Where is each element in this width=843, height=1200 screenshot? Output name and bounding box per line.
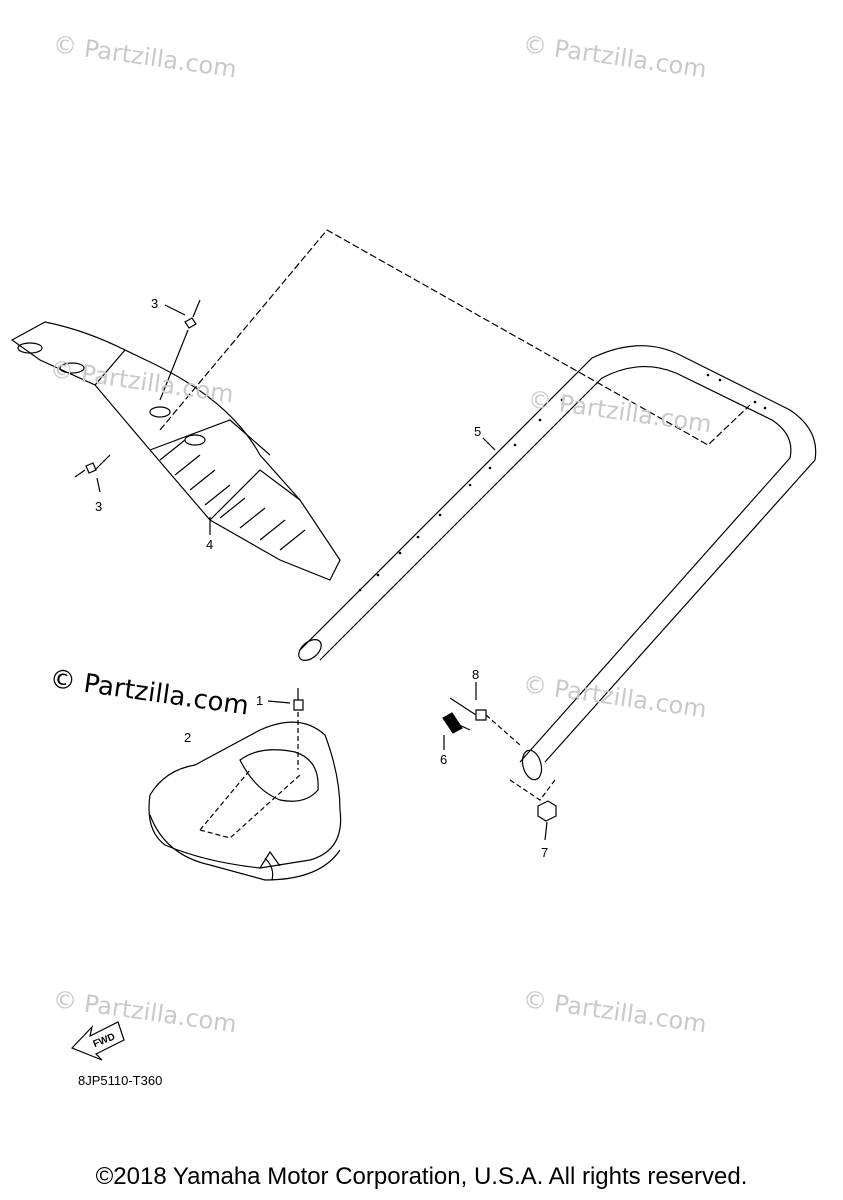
- diagram-code: 8JP5110-T360: [78, 1073, 163, 1088]
- rivet-lower: [74, 454, 111, 493]
- rivet-upper: [159, 299, 201, 401]
- callout-6: 6: [440, 752, 448, 767]
- bolt-1: [267, 688, 304, 770]
- seat-cushion: [148, 721, 342, 881]
- fwd-arrow-icon: [70, 1021, 125, 1061]
- foot-rest: [10, 321, 341, 581]
- callout-2: 2: [184, 730, 192, 745]
- tube-railing: [298, 345, 817, 781]
- callout-3-lower: 3: [95, 499, 103, 514]
- callout-5: 5: [474, 424, 482, 439]
- callout-3-upper: 3: [151, 296, 159, 311]
- callout-7: 7: [541, 845, 549, 860]
- screw-8: [449, 682, 521, 746]
- reference-lines: [159, 229, 751, 446]
- callout-1: 1: [256, 693, 264, 708]
- callout-4: 4: [206, 537, 214, 552]
- copyright-footer: ©2018 Yamaha Motor Corporation, U.S.A. A…: [95, 1163, 748, 1190]
- bolt-6: [442, 712, 471, 750]
- callout-8: 8: [472, 667, 480, 682]
- nut-7: [509, 779, 557, 841]
